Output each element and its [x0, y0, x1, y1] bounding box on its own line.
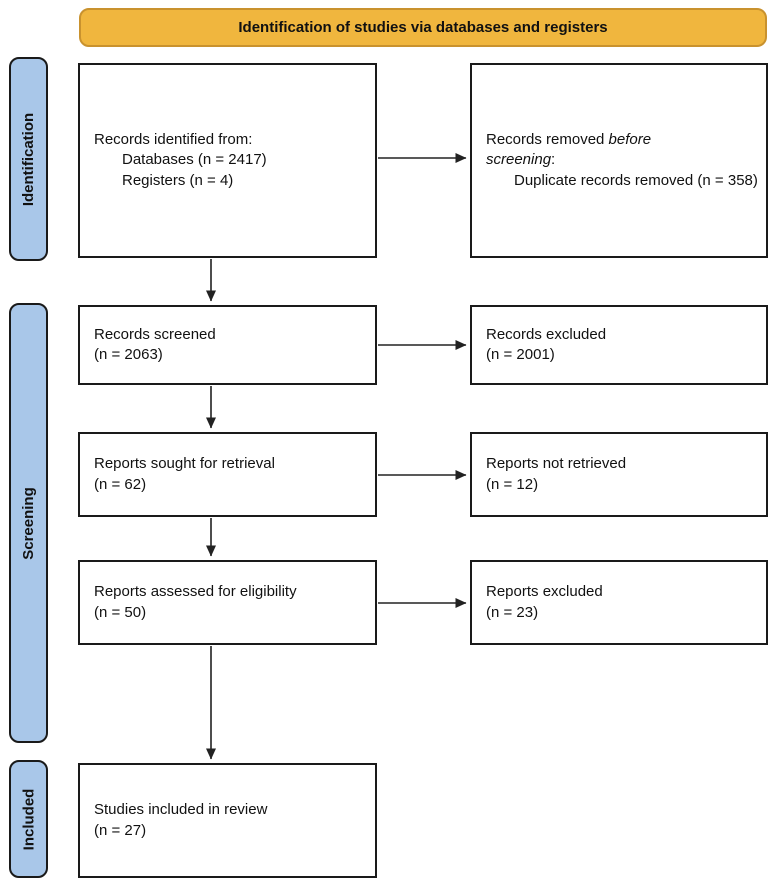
records-identified-databases: Databases (n = 2417) [122, 151, 267, 169]
box-reports-assessed: Reports assessed for eligibility (n = 50… [78, 560, 377, 645]
records-screened-count: (n = 2063) [94, 346, 163, 363]
records-excluded-count: (n = 2001) [486, 346, 555, 363]
reports-assessed-label: Reports assessed for eligibility [94, 583, 297, 601]
records-identified-registers: Registers (n = 4) [122, 171, 234, 189]
reports-sought-label: Reports sought for retrieval [94, 455, 275, 473]
box-reports-sought: Reports sought for retrieval (n = 62) [78, 432, 377, 517]
stage-bar-identification: Identification [9, 57, 48, 261]
box-studies-included: Studies included in review (n = 27) [78, 763, 377, 878]
banner-label: Identification of studies via databases … [238, 19, 608, 36]
box-records-excluded: Records excluded (n = 2001) [470, 305, 768, 385]
records-screened-label: Records screened [94, 325, 216, 343]
records-excluded-label: Records excluded [486, 325, 607, 343]
box-records-screened: Records screened (n = 2063) [78, 305, 377, 385]
studies-included-label: Studies included in review [94, 801, 268, 819]
stage-bar-included: Included [9, 760, 48, 878]
box-records-removed-before-screening: Records removed before screening: Duplic… [470, 63, 768, 258]
reports-excluded-label: Reports excluded [486, 583, 603, 601]
reports-sought-count: (n = 62) [94, 475, 147, 493]
records-removed-title-suffix: : [551, 151, 556, 169]
box-reports-excluded: Reports excluded (n = 23) [470, 560, 768, 645]
records-identified-title: Records identified from: [94, 131, 253, 149]
stage-label-identification: Identification [20, 112, 37, 206]
reports-not-retrieved-count: (n = 12) [486, 475, 539, 493]
records-removed-title-prefix: Records removed [486, 131, 605, 149]
studies-included-count: (n = 27) [94, 821, 147, 839]
reports-assessed-count: (n = 50) [94, 603, 147, 621]
banner-identification-via-databases: Identification of studies via databases … [79, 8, 767, 47]
reports-not-retrieved-label: Reports not retrieved [486, 455, 627, 473]
records-removed-title: Records removed before screening: [486, 130, 698, 170]
box-reports-not-retrieved: Reports not retrieved (n = 12) [470, 432, 768, 517]
stage-label-screening: Screening [20, 486, 37, 560]
stage-label-included: Included [20, 788, 38, 850]
box-records-identified: Records identified from: Databases (n = … [78, 63, 377, 258]
records-removed-duplicates: Duplicate records removed (n = 358) [514, 171, 758, 189]
stage-bar-screening: Screening [9, 303, 48, 743]
reports-excluded-count: (n = 23) [486, 603, 539, 621]
records-removed-title-italic: before screening [486, 131, 652, 169]
